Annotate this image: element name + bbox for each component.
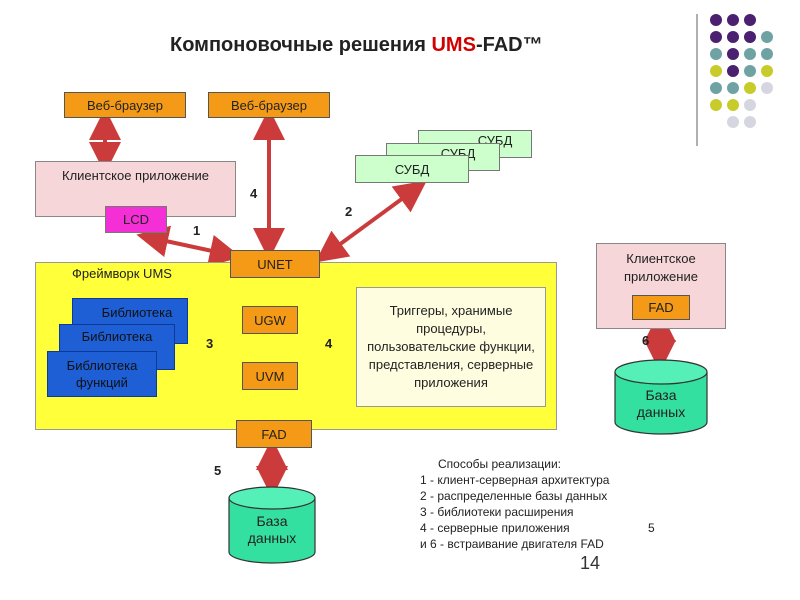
legend-item-2: 2 - распределенные базы данных <box>420 489 608 503</box>
ugw-label: UGW <box>254 312 286 328</box>
decorative-dot <box>744 65 756 77</box>
decorative-dot <box>761 48 773 60</box>
number-3: 3 <box>206 336 214 351</box>
unet-label: UNET <box>257 256 293 272</box>
decorative-dot <box>710 48 722 60</box>
decorative-dots <box>708 12 788 132</box>
arrow-unet-dbms <box>315 180 427 263</box>
db-bottom-label-wrap: База данных <box>232 510 312 550</box>
fad-center-box: FAD <box>236 420 312 448</box>
decorative-dot <box>744 14 756 26</box>
lcd-box: LCD <box>105 206 167 233</box>
legend: Способы реализации: 1 - клиент-серверная… <box>420 456 660 552</box>
decorative-dot <box>727 48 739 60</box>
legend-item-5: и 6 - встраивание двигателя FAD <box>420 537 604 551</box>
framework-ums-label: Фреймворк UMS <box>72 266 172 281</box>
decorative-dot <box>710 31 722 43</box>
fad-right-label: FAD <box>648 300 674 315</box>
decorative-dot <box>744 31 756 43</box>
dbms-label-front: СУБД <box>394 161 430 177</box>
title-part2: -FAD™ <box>475 34 543 56</box>
library-label-3: Библиотека функций <box>66 358 138 390</box>
client-app-right-label: Клиентское приложение <box>624 251 698 284</box>
decorative-dot <box>710 65 722 77</box>
uvm-label: UVM <box>255 368 285 384</box>
decorative-dot <box>744 82 756 94</box>
decorative-dot <box>727 14 739 26</box>
fad-right-box: FAD <box>632 295 690 320</box>
triggers-label: Триггеры, хранимые процедуры, пользовате… <box>367 303 535 390</box>
decorative-dot <box>710 14 722 26</box>
legend-header: Способы реализации: <box>438 457 561 471</box>
title-ums: UMS <box>431 34 476 56</box>
client-app-left-label: Клиентское приложение <box>62 168 209 183</box>
decorative-dot <box>761 31 773 43</box>
decorative-dot <box>744 48 756 60</box>
legend-item-4-suffix: 5 <box>648 521 655 535</box>
decorative-dot <box>727 99 739 111</box>
decorative-dot <box>727 65 739 77</box>
number-4-top: 4 <box>250 186 258 201</box>
db-right-shape <box>614 359 708 435</box>
page-number: 14 <box>580 553 601 573</box>
decorative-dot <box>761 65 773 77</box>
slide-title: Компоновочные решения UMS-FAD™ <box>170 34 543 57</box>
decorative-dot <box>744 116 756 128</box>
web-browser-label-2: Веб-браузер <box>230 97 308 113</box>
decorative-dot <box>727 31 739 43</box>
web-browser-box-1: Веб-браузер <box>64 92 186 118</box>
db-right-label: База данных <box>636 387 686 420</box>
lcd-label: LCD <box>122 212 149 227</box>
arrow-lcd-unet <box>136 225 242 267</box>
dbms-box-front: СУБД <box>355 155 469 183</box>
legend-item-4-row: 4 - серверные приложения 5 <box>420 520 660 536</box>
decorative-dot <box>710 99 722 111</box>
number-4-left: 4 <box>325 336 333 351</box>
ugw-box: UGW <box>242 306 298 334</box>
decorative-dot <box>761 82 773 94</box>
decorative-dot <box>727 82 739 94</box>
dots-svg <box>710 14 773 128</box>
triggers-box: Триггеры, хранимые процедуры, пользовате… <box>356 287 546 407</box>
number-6: 6 <box>642 333 650 348</box>
number-2: 2 <box>345 204 353 219</box>
number-5: 5 <box>214 463 222 478</box>
db-right-label-wrap: База данных <box>621 384 701 424</box>
db-bottom-shape <box>228 486 316 564</box>
title-part1: Компоновочные решения <box>170 34 432 56</box>
decorative-dot <box>710 82 722 94</box>
legend-item-4: 4 - серверные приложения <box>420 521 570 535</box>
legend-item-3: 3 - библиотеки расширения <box>420 505 574 519</box>
library-label-2: Библиотека <box>81 329 153 344</box>
web-browser-box-2: Веб-браузер <box>208 92 330 118</box>
unet-box: UNET <box>230 250 320 278</box>
uvm-box: UVM <box>242 362 298 390</box>
decorative-dot <box>744 99 756 111</box>
library-box-3: Библиотека функций <box>47 351 157 397</box>
fad-center-label: FAD <box>261 426 287 442</box>
db-bottom-label: База данных <box>247 513 297 546</box>
decorative-line <box>696 14 698 146</box>
number-1: 1 <box>193 223 201 238</box>
library-label-1: Библиотека <box>101 305 173 320</box>
web-browser-label-1: Веб-браузер <box>86 97 164 113</box>
legend-item-1: 1 - клиент-серверная архитектура <box>420 473 610 487</box>
decorative-dot <box>727 116 739 128</box>
